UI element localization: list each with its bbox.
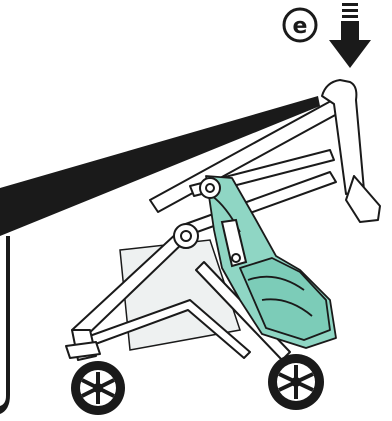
- down-arrow-icon: [329, 3, 371, 68]
- zoom-frame-edge: [0, 236, 10, 414]
- front-wheel: [71, 361, 125, 415]
- rear-wheel: [268, 354, 324, 410]
